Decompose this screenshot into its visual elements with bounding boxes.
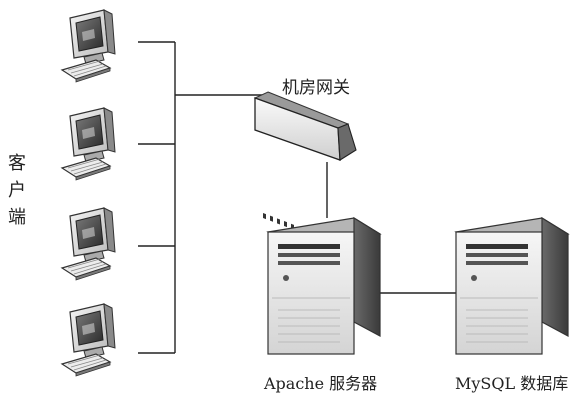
connection-lines bbox=[138, 41, 456, 354]
desktop-computer-icon bbox=[61, 303, 116, 377]
client-group-label: 客户端 bbox=[8, 153, 26, 228]
desktop-computer-icon bbox=[61, 107, 116, 181]
apache-server-icon bbox=[267, 217, 381, 355]
desktop-computer-icon bbox=[61, 207, 116, 281]
client-computers bbox=[61, 9, 116, 377]
desktop-computer-icon bbox=[61, 9, 116, 83]
network-switch-icon bbox=[253, 91, 357, 230]
mysql-server-icon bbox=[455, 217, 569, 355]
mysql-server-label: MySQL 数据库 bbox=[455, 374, 569, 393]
apache-server-label: Apache 服务器 bbox=[264, 374, 378, 393]
gateway-label: 机房网关 bbox=[282, 78, 350, 98]
